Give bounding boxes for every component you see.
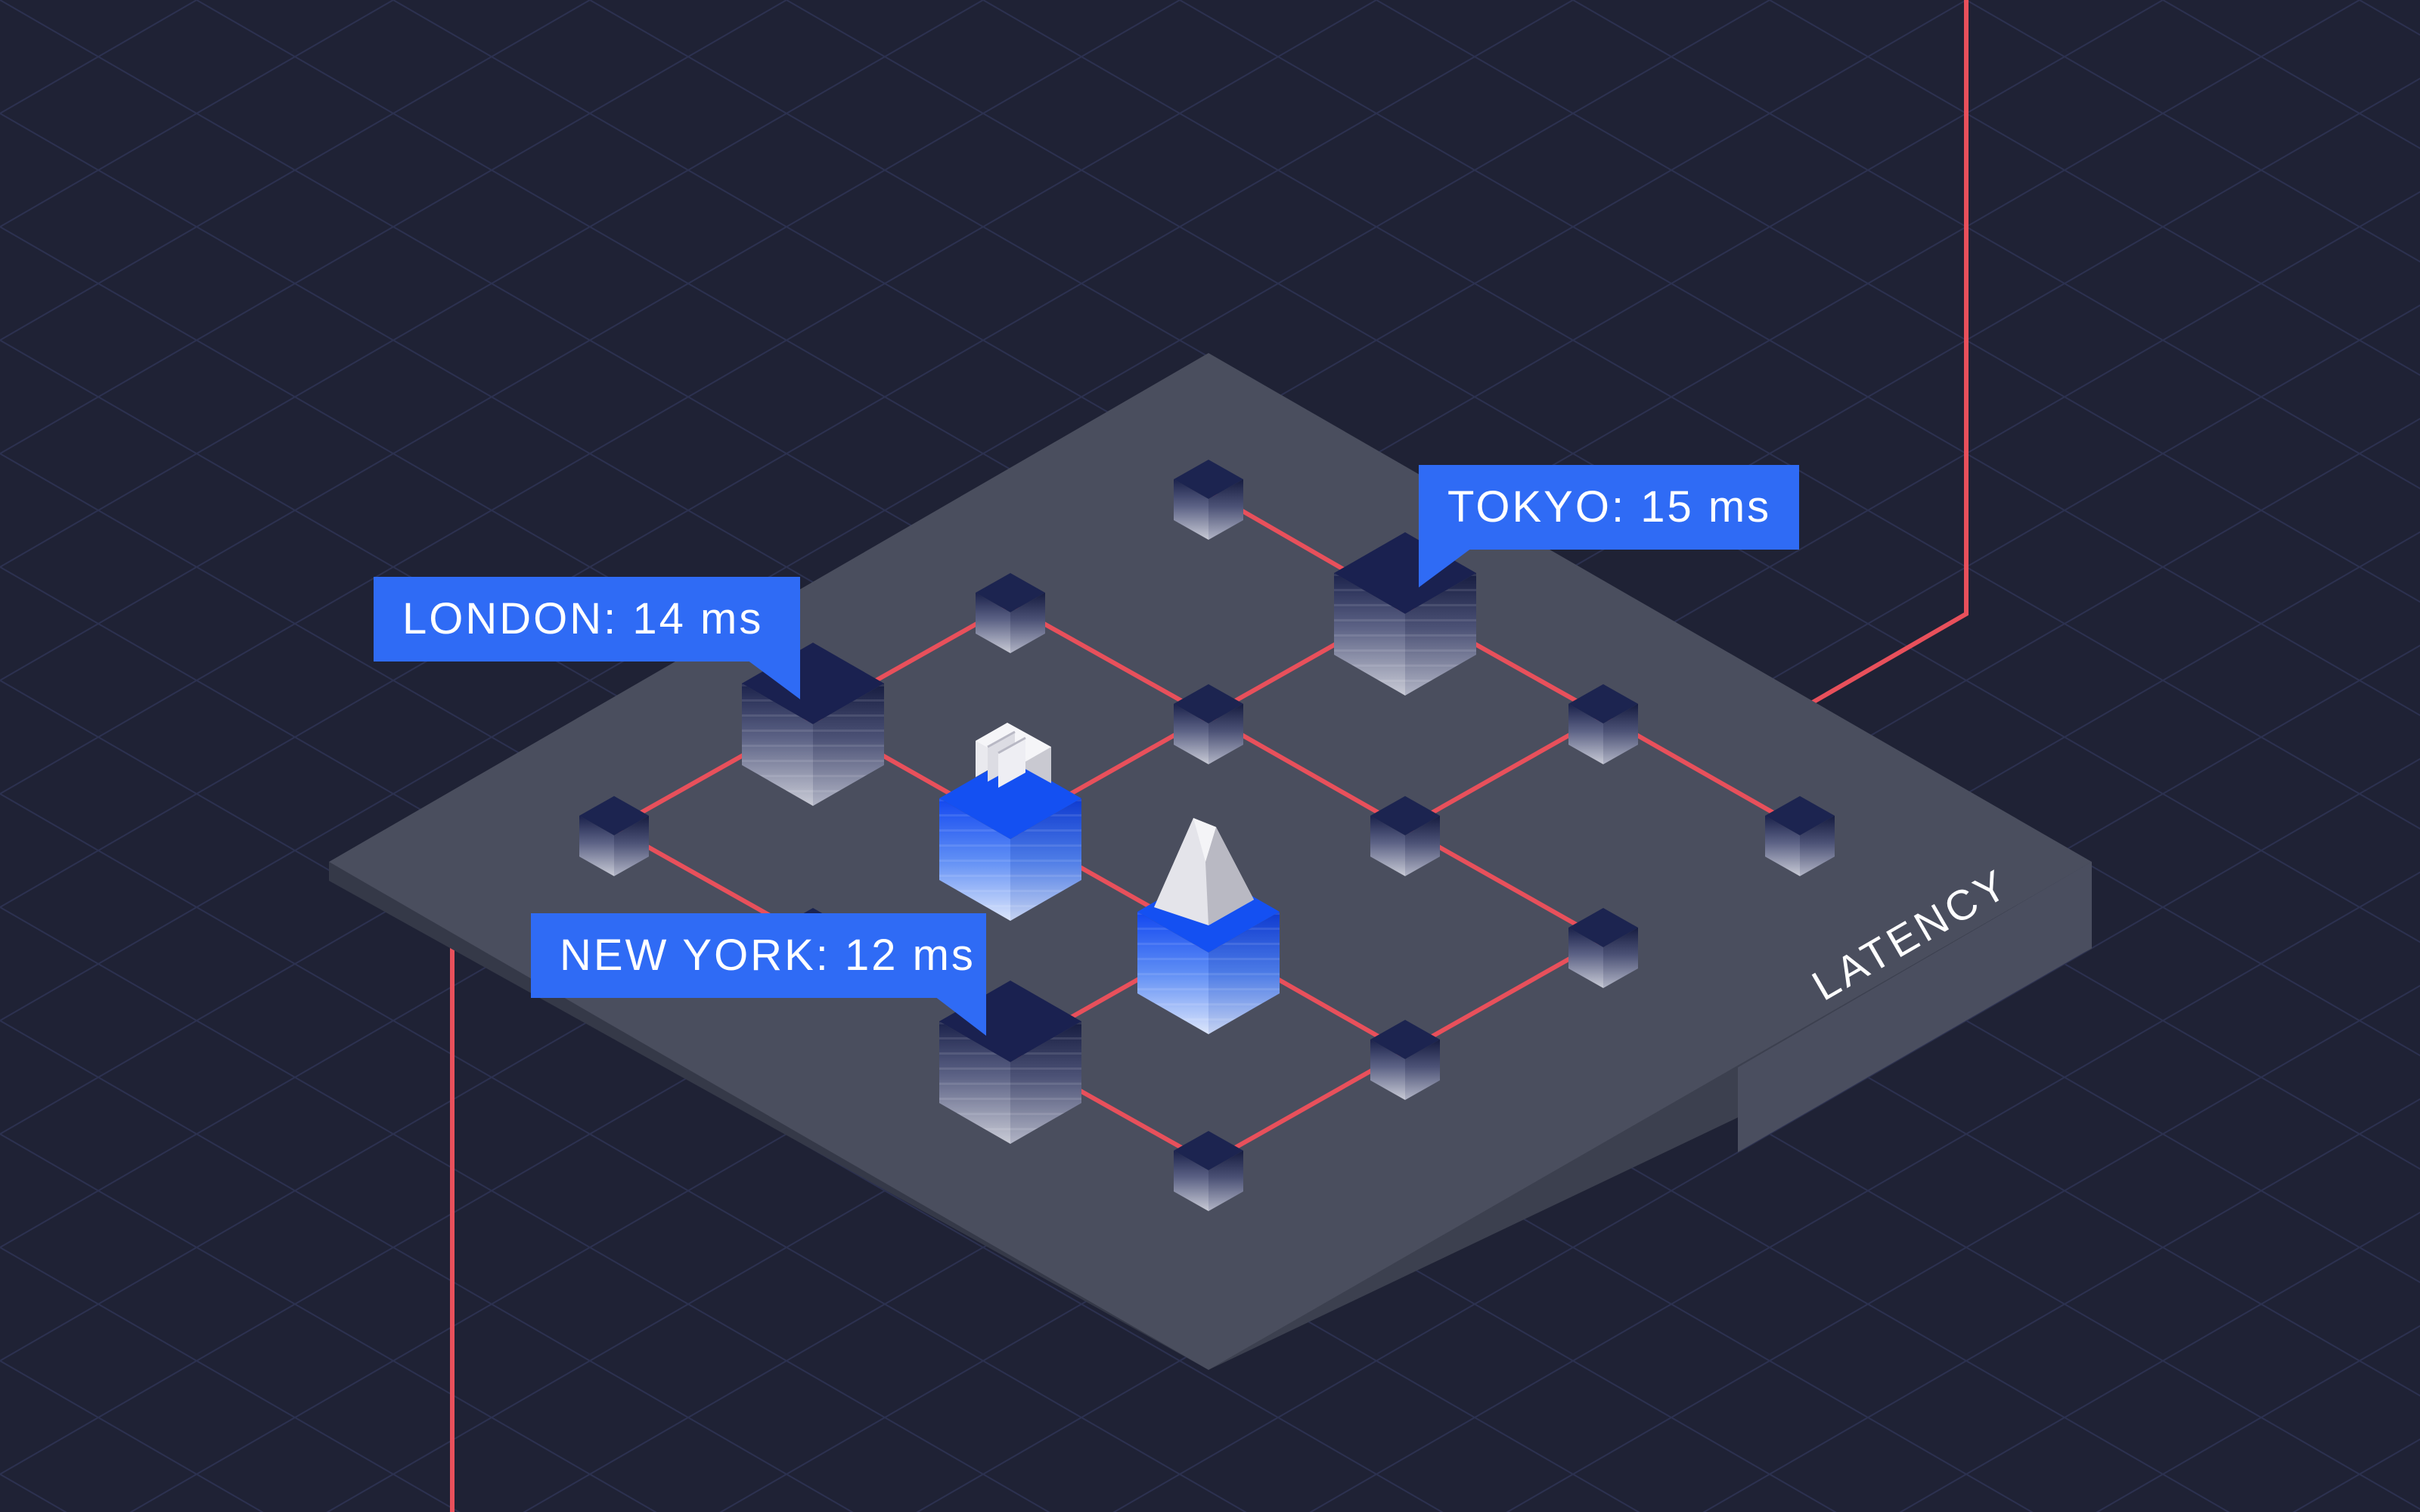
stacked-documents-icon bbox=[976, 723, 1051, 788]
small-node bbox=[1174, 1131, 1243, 1211]
newyork-latency-text: NEW YORK: 12 ms bbox=[560, 931, 976, 980]
tokyo-latency-text: TOKYO: 15 ms bbox=[1447, 482, 1772, 531]
small-node bbox=[1765, 796, 1835, 876]
london-latency-text: LONDON: 14 ms bbox=[402, 594, 764, 643]
small-node bbox=[1370, 796, 1440, 876]
small-node bbox=[1370, 1020, 1440, 1100]
small-node bbox=[1568, 908, 1638, 988]
small-node bbox=[1174, 460, 1243, 540]
small-node bbox=[1174, 684, 1243, 764]
london-label-pointer bbox=[747, 660, 800, 699]
tokyo-latency-label: TOKYO: 15 ms bbox=[1419, 465, 1799, 550]
mountain-icon bbox=[1154, 818, 1254, 925]
small-node bbox=[579, 796, 649, 876]
newyork-label-pointer bbox=[935, 996, 986, 1036]
tokyo-label-pointer bbox=[1419, 548, 1472, 587]
latency-tab-lower bbox=[1738, 862, 2092, 1152]
small-node bbox=[976, 573, 1045, 653]
newyork-latency-label: NEW YORK: 12 ms bbox=[531, 913, 986, 998]
document-block bbox=[939, 723, 1081, 921]
small-node bbox=[1568, 684, 1638, 764]
mountain-block bbox=[1137, 818, 1280, 1034]
london-latency-label: LONDON: 14 ms bbox=[374, 577, 800, 662]
